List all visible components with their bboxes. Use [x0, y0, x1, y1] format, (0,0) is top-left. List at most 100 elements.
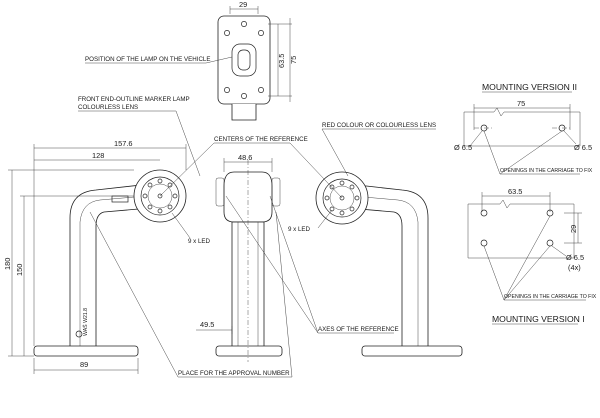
- center-lamp-side: [215, 177, 225, 207]
- v1-count-label: (4x): [568, 263, 581, 272]
- v1-hole-label: Ø 6.5: [566, 253, 584, 262]
- top-view: 29 63.5 75: [217, 0, 298, 121]
- led: [142, 193, 148, 199]
- dim-48-label: 48.6: [238, 153, 252, 162]
- right-lamp-inner: [329, 185, 355, 211]
- leader-line: [563, 130, 577, 145]
- led: [157, 208, 163, 214]
- leader-line: [321, 128, 349, 177]
- center-base: [215, 345, 283, 357]
- left-screw: [75, 330, 83, 338]
- dim-75-label: 75: [289, 56, 298, 64]
- top-view-body: [217, 15, 271, 105]
- led: [157, 178, 163, 184]
- dim-63-5-label: 63.5: [277, 54, 286, 68]
- led: [324, 195, 330, 201]
- left-arm-inner: [79, 195, 147, 352]
- leader-line: [205, 56, 233, 64]
- dim-49-label: 49.5: [200, 320, 214, 329]
- led: [329, 184, 335, 190]
- label-approval: PLACE FOR THE APPROVAL NUMBER: [178, 370, 290, 377]
- dim-150-label: 150: [15, 264, 24, 276]
- leader-line: [551, 245, 567, 257]
- left-base: [33, 345, 139, 357]
- dim-29-label: 29: [239, 0, 247, 9]
- led: [167, 182, 173, 188]
- left-lamp-inner: [147, 183, 173, 209]
- mounting-version-2: MOUNTING VERSION II 75 Ø 6.5 Ø 6.5 OPENI…: [454, 82, 593, 175]
- dim-v2-75-label: 75: [517, 99, 525, 108]
- dim-89-label: 89: [80, 360, 88, 369]
- dim-157-label: 157.6: [114, 139, 133, 148]
- v1-hole: [546, 239, 554, 247]
- led: [349, 206, 355, 212]
- leader-line: [269, 195, 319, 334]
- dim-v1-29-label: 29: [569, 225, 578, 233]
- title-mount-v1: MOUNTING VERSION I: [492, 314, 585, 324]
- center-lamp-side: [271, 177, 281, 207]
- top-view-hole: [224, 30, 230, 36]
- leader-line: [289, 142, 343, 199]
- title-mount-v2: MOUNTING VERSION II: [482, 82, 577, 92]
- leader-line: [483, 130, 501, 175]
- right-base: [361, 345, 463, 357]
- led: [339, 180, 345, 186]
- label-centers: CENTERS OF THE REFERENCE: [214, 136, 308, 143]
- right-arm-inner: [351, 195, 419, 352]
- left-side-view: WAŚ W21.8 157.6 128 180 150 89: [3, 139, 187, 374]
- top-view-stem: [231, 104, 257, 121]
- led: [147, 182, 153, 188]
- led: [172, 193, 178, 199]
- leader-line: [225, 195, 319, 334]
- led: [349, 184, 355, 190]
- mounting-version-1: 63.5 29 Ø 6.5 (4x) OPENINGS IN THE CARRI…: [467, 187, 597, 325]
- top-view-hole: [258, 87, 264, 93]
- leader-line: [89, 211, 179, 378]
- dim-128-label: 128: [92, 151, 104, 160]
- stamp-text: WAŚ W21.8: [81, 308, 89, 336]
- leader-line: [483, 245, 505, 301]
- v2-openings-label: OPENINGS IN THE CARRIAGE TO FIX: [500, 168, 593, 174]
- led: [157, 193, 163, 199]
- leader-line: [469, 130, 483, 147]
- right-lamp-lens: [322, 178, 362, 218]
- top-view-hole: [241, 93, 247, 99]
- leader-line: [503, 215, 551, 301]
- label-led-right: 9 x LED: [288, 226, 311, 233]
- leader-line: [275, 211, 293, 378]
- led: [354, 195, 360, 201]
- v2-hole-right-label: Ø 6.5: [574, 143, 592, 152]
- v1-hole: [480, 209, 488, 217]
- dim-v1-63-label: 63.5: [508, 187, 522, 196]
- v1-openings-label: OPENINGS IN THE CARRIAGE TO FIX: [504, 294, 597, 300]
- leader-line: [503, 245, 551, 301]
- top-view-slot: [231, 43, 257, 77]
- leader-line: [317, 209, 333, 229]
- leader-line: [499, 130, 563, 175]
- label-axes: AXES OF THE REFERENCE: [318, 326, 399, 333]
- leader-line: [175, 110, 201, 177]
- led: [339, 195, 345, 201]
- top-view-hole: [241, 21, 247, 27]
- led: [339, 210, 345, 216]
- v2-plate: [463, 107, 581, 147]
- top-view-hole: [258, 30, 264, 36]
- center-view: 48.6 49.5: [196, 153, 283, 362]
- leader-line: [171, 212, 191, 239]
- label-led-left: 9 x LED: [188, 238, 211, 245]
- leader-line: [159, 142, 215, 197]
- v1-hole: [480, 239, 488, 247]
- v1-plate: [467, 199, 575, 259]
- left-led-ring: [142, 178, 178, 214]
- dim-180-label: 180: [3, 258, 12, 270]
- led: [167, 204, 173, 210]
- led: [147, 204, 153, 210]
- label-front-marker-2: COLOURLESS LENS: [78, 104, 138, 111]
- led: [329, 206, 335, 212]
- v2-hole-left-label: Ø 6.5: [454, 143, 472, 152]
- top-view-slot-inner: [237, 49, 251, 71]
- label-red-colour: RED COLOUR OR COLOURLESS LENS: [322, 122, 436, 129]
- label-position: POSITION OF THE LAMP ON THE VEHICLE: [85, 56, 211, 63]
- left-lamp-lens: [140, 176, 180, 216]
